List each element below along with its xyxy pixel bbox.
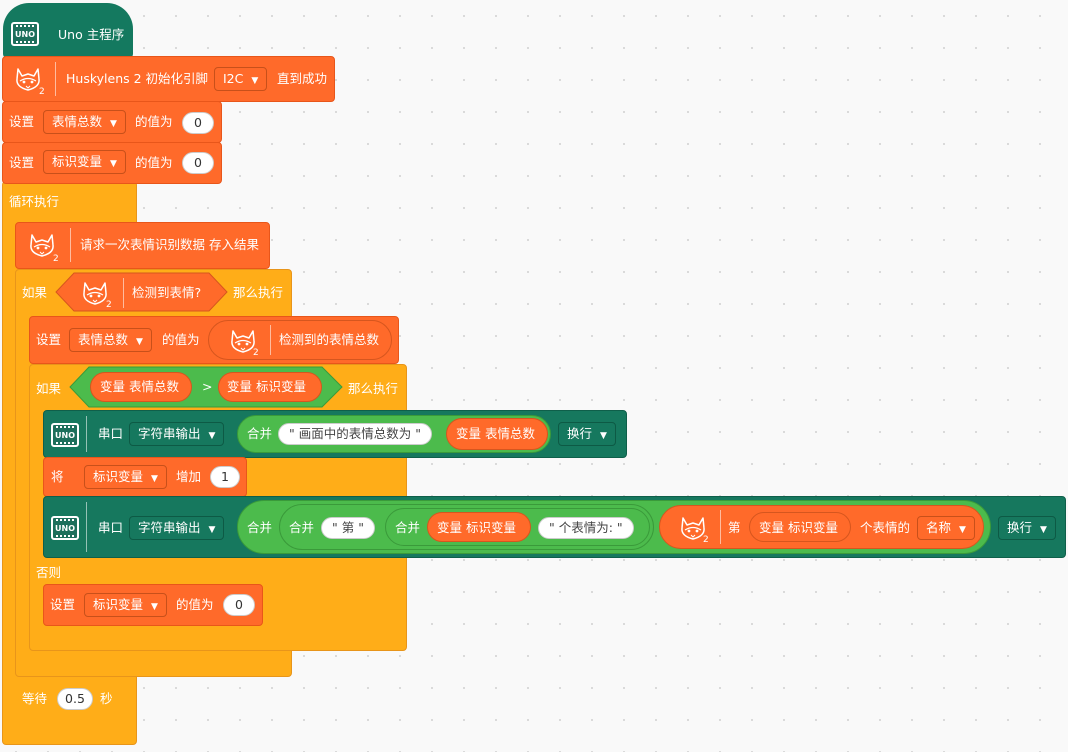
seconds-label: 秒	[100, 691, 113, 706]
var-flag-label: 变量 标识变量	[437, 520, 516, 535]
wait-value-input[interactable]: 0.5	[57, 688, 93, 710]
value-is-label: 的值为	[162, 332, 200, 347]
huskylens-version-sub: 2	[53, 254, 59, 264]
detected-label: 检测到表情?	[132, 285, 202, 300]
var-count-dropdown[interactable]: 表情总数▼	[69, 328, 152, 352]
separator	[70, 228, 71, 262]
var-count-reporter[interactable]	[446, 418, 548, 450]
var-count-label: 变量 表情总数	[456, 426, 535, 441]
value-is-label: 的值为	[176, 597, 214, 612]
add-label: 增加	[176, 469, 202, 484]
greater-than-op: >	[202, 379, 213, 394]
set-label: 设置	[9, 155, 35, 170]
separator	[55, 62, 56, 96]
loop-label: 循环执行	[9, 194, 60, 209]
var-flag-dropdown[interactable]: 标识变量▼	[43, 150, 126, 174]
huskylens-version-sub: 2	[703, 535, 709, 545]
value-input[interactable]: 0	[223, 594, 255, 616]
increment-value-input[interactable]: 1	[210, 466, 240, 488]
else-label: 否则	[36, 565, 62, 580]
value-is-label: 的值为	[135, 114, 173, 129]
value-input[interactable]: 0	[182, 152, 214, 174]
separator	[720, 510, 721, 544]
detected-count-reporter[interactable]	[208, 320, 392, 360]
var-flag-dropdown[interactable]: 标识变量▼	[84, 465, 167, 489]
serial-label: 串口	[98, 520, 124, 535]
init-label: Huskylens 2 初始化引脚	[66, 71, 209, 86]
separator	[270, 325, 271, 355]
nth-label: 第	[728, 520, 741, 535]
var-flag-dropdown[interactable]: 标识变量▼	[84, 593, 167, 617]
property-dropdown[interactable]: 名称▼	[917, 516, 975, 540]
then-label: 那么执行	[233, 285, 284, 300]
var-flag-label: 变量 标识变量	[759, 520, 838, 535]
string-input[interactable]: " 第 "	[321, 517, 375, 539]
newline-dropdown[interactable]: 换行▼	[998, 516, 1056, 540]
join-label: 合并	[247, 426, 273, 441]
if-label: 如果	[36, 381, 62, 396]
join-label: 合并	[395, 520, 421, 535]
var-flag-reporter[interactable]	[218, 372, 322, 402]
var-flag-reporter[interactable]	[427, 512, 531, 542]
then-label: 那么执行	[348, 381, 399, 396]
serial-mode-dropdown[interactable]: 字符串输出▼	[129, 516, 225, 540]
request-block[interactable]	[15, 222, 270, 269]
separator	[86, 502, 87, 552]
value-input[interactable]: 0	[182, 112, 214, 134]
uno-main-label: Uno 主程序	[58, 27, 125, 42]
separator	[123, 278, 124, 308]
init-suffix: 直到成功	[277, 71, 328, 86]
var-count-dropdown[interactable]: 表情总数▼	[43, 110, 126, 134]
wait-label: 等待	[22, 691, 48, 706]
separator	[86, 416, 87, 452]
string-input[interactable]: " 画面中的表情总数为 "	[278, 423, 432, 445]
var-flag-reporter[interactable]	[749, 512, 851, 542]
huskylens-version-sub: 2	[253, 348, 259, 358]
uno-board-icon: UNO	[51, 423, 79, 447]
join-label: 合并	[247, 520, 273, 535]
serial-mode-dropdown[interactable]: 字符串输出▼	[129, 422, 225, 446]
huskylens-init-block[interactable]	[2, 56, 335, 102]
var-count-reporter[interactable]	[90, 372, 192, 402]
detected-condition-hex[interactable]	[55, 272, 228, 312]
huskylens-version-sub: 2	[39, 87, 45, 97]
value-is-label: 的值为	[135, 155, 173, 170]
var-flag-label: 变量 标识变量	[227, 379, 306, 394]
if-label: 如果	[22, 285, 48, 300]
uno-board-icon: UNO	[11, 22, 39, 46]
join-label: 合并	[289, 520, 315, 535]
serial-label: 串口	[98, 426, 124, 441]
set-label: 设置	[9, 114, 35, 129]
uno-board-icon: UNO	[51, 516, 79, 540]
request-label: 请求一次表情识别数据 存入结果	[80, 237, 259, 252]
increment-label: 将	[51, 469, 64, 484]
port-dropdown[interactable]: I2C▼	[214, 67, 268, 91]
set-label: 设置	[50, 597, 76, 612]
var-count-label: 变量 表情总数	[100, 379, 179, 394]
set-label: 设置	[36, 332, 62, 347]
of-face-label: 个表情的	[860, 520, 911, 535]
newline-dropdown[interactable]: 换行▼	[558, 422, 616, 446]
detected-count-label: 检测到的表情总数	[279, 332, 380, 347]
string-input[interactable]: " 个表情为: "	[538, 517, 634, 539]
huskylens-version-sub: 2	[106, 300, 112, 310]
